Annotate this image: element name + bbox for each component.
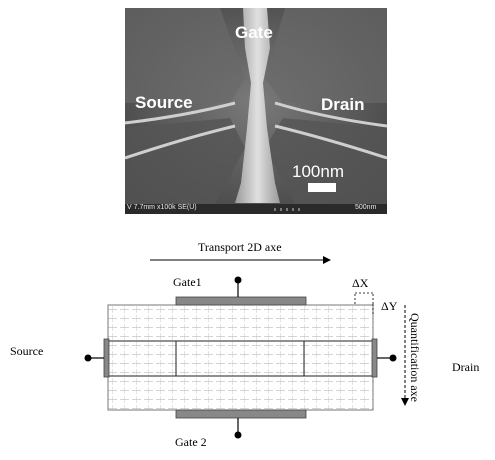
gate-strip: [235, 8, 280, 203]
lower-left-region: [125, 118, 245, 214]
source-contact: [103, 338, 110, 378]
quantification-axis-label: Quantification axe: [407, 313, 422, 402]
sem-source-label: Source: [135, 93, 193, 112]
gate1-label: Gate1: [173, 275, 202, 289]
edge-line-right-upper: [274, 101, 387, 128]
gate1-terminal: [234, 276, 242, 284]
sem-info-text: V 7.7mm x100k SE(U): [127, 204, 197, 211]
delta-x-label: ΔX: [352, 276, 369, 290]
source-electrode-region: [125, 8, 245, 103]
drain-contact: [371, 338, 378, 378]
info-strip-ticks: [274, 208, 300, 211]
lower-right-region: [265, 118, 387, 214]
drain-terminal: [389, 354, 397, 362]
delta-y-label: ΔY: [381, 299, 398, 313]
edge-line-left-lower: [125, 124, 236, 160]
gate2-electrode: [175, 409, 307, 419]
transport-axis-label: Transport 2D axe: [198, 240, 282, 254]
gate1-electrode: [175, 296, 307, 306]
gate2-terminal: [234, 431, 242, 439]
source-label: Source: [10, 344, 44, 358]
channel-grid: [107, 304, 374, 411]
source-terminal: [84, 354, 92, 362]
info-strip: [125, 204, 387, 214]
gate2-label: Gate 2: [175, 435, 207, 449]
drain-label: Drain: [452, 360, 480, 374]
drain-electrode-region: [265, 8, 387, 103]
sem-gate-label: Gate: [235, 23, 273, 42]
sem-micrograph: Gate Source Drain 100nm V 7.7mm x100k SE…: [125, 8, 387, 214]
scale-bar: [308, 183, 336, 192]
sem-image: [125, 8, 387, 214]
edge-line-right-lower: [274, 124, 387, 160]
sem-info-scale: 500nm: [355, 204, 377, 211]
edge-line-left-upper: [125, 101, 236, 125]
sem-scale-bar-label: 100nm: [292, 162, 344, 181]
sem-drain-label: Drain: [321, 95, 365, 114]
